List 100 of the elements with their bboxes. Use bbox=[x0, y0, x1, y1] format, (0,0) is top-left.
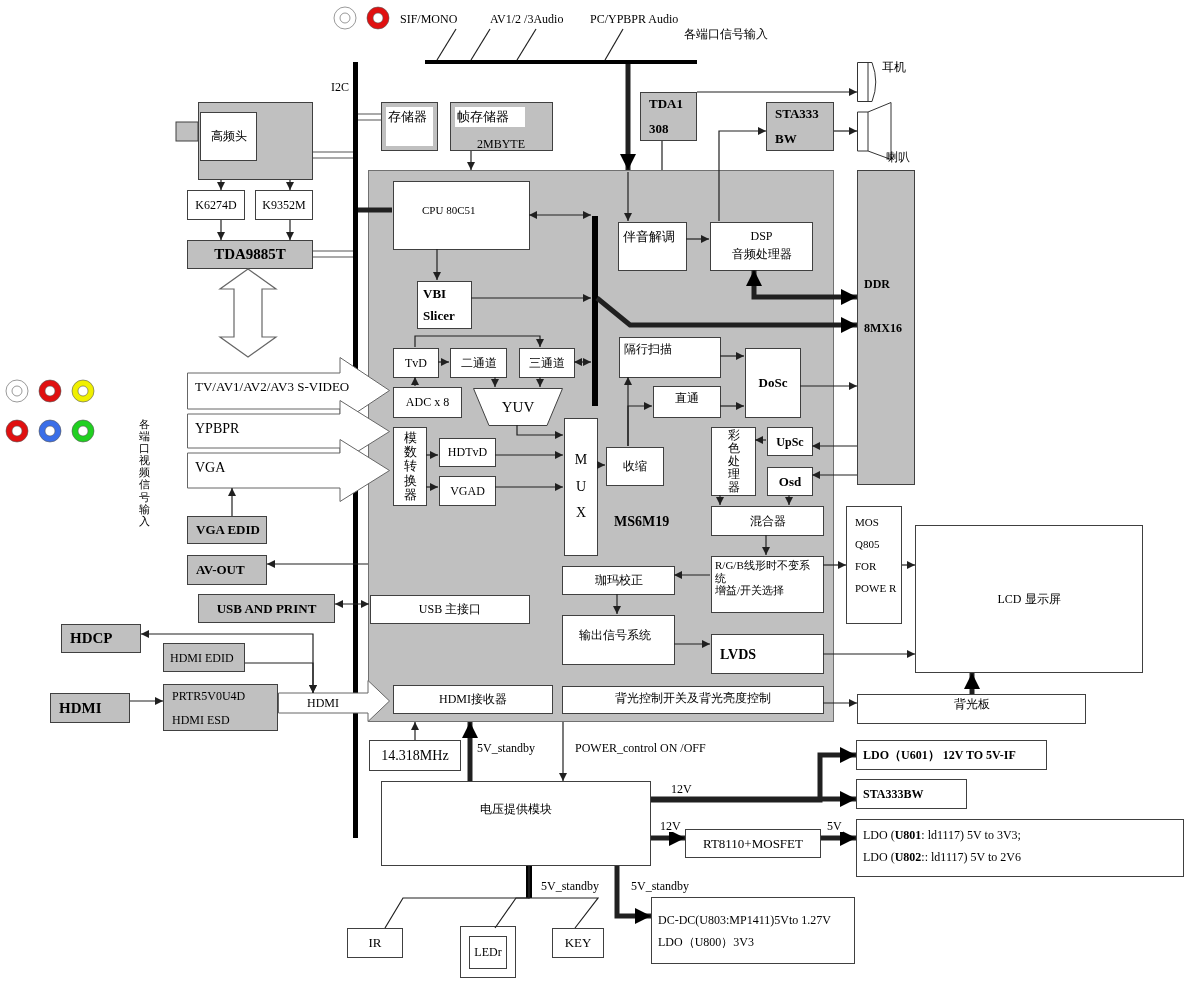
block-label: LDO (U802:: ld1117) 5V to 2V6 bbox=[863, 849, 1021, 866]
block-label: YPBPR bbox=[195, 420, 240, 438]
function-box bbox=[417, 281, 472, 329]
arrow bbox=[799, 382, 858, 390]
block-label: KEY bbox=[564, 934, 592, 953]
block-label: 混合器 bbox=[749, 513, 786, 529]
arrow bbox=[595, 296, 857, 333]
block-label: TDA1 308 bbox=[649, 94, 684, 138]
hollow-arrow bbox=[218, 268, 278, 358]
arrow bbox=[411, 721, 419, 741]
module-box bbox=[187, 516, 267, 544]
note-label: 各端口信号输入 bbox=[684, 26, 768, 43]
connector-line bbox=[312, 250, 354, 258]
arrow bbox=[334, 600, 370, 608]
arrow bbox=[494, 483, 564, 491]
block-label: USB AND PRINT bbox=[216, 599, 317, 618]
function-box bbox=[606, 447, 664, 486]
block-label: MS6M19 bbox=[614, 513, 670, 531]
arrow bbox=[425, 451, 439, 459]
arrow bbox=[785, 494, 793, 506]
function-box bbox=[767, 427, 813, 456]
edge-label: 12V bbox=[659, 820, 682, 832]
arrow bbox=[414, 335, 544, 348]
edge-label: 5V bbox=[826, 820, 843, 832]
function-box bbox=[653, 386, 721, 418]
block-label: STA333BW bbox=[863, 786, 924, 803]
arrow bbox=[651, 791, 856, 807]
module-box bbox=[163, 684, 278, 731]
block-label: LEDr bbox=[469, 935, 507, 969]
function-box bbox=[393, 348, 439, 378]
function-box bbox=[562, 615, 675, 665]
block-label: K9352M bbox=[262, 197, 306, 213]
connector-line bbox=[470, 28, 491, 61]
arrow bbox=[217, 219, 225, 241]
arrow bbox=[596, 461, 606, 469]
arrow bbox=[433, 248, 441, 281]
signal-label: AV1/2 /3Audio bbox=[490, 11, 564, 28]
arrow bbox=[516, 424, 564, 439]
arrow bbox=[559, 721, 567, 782]
arrow bbox=[822, 650, 916, 658]
function-box bbox=[370, 595, 530, 624]
block-label: 珈玛校正 bbox=[594, 573, 643, 588]
arrow bbox=[494, 451, 564, 459]
block-label: LCD 显示屏 bbox=[997, 591, 1061, 607]
module-box bbox=[163, 643, 245, 672]
block-label: HDCP bbox=[70, 629, 113, 649]
function-box bbox=[711, 506, 824, 536]
edge-label: POWER_control ON /OFF bbox=[574, 742, 707, 754]
block-label: AV-OUT bbox=[196, 561, 245, 580]
block-label: HDMI ESD bbox=[172, 711, 230, 729]
function-box bbox=[439, 476, 496, 506]
function-box bbox=[255, 190, 313, 220]
block-label: DoSc bbox=[758, 374, 788, 393]
block-label: YUV bbox=[501, 399, 535, 415]
function-box bbox=[369, 740, 461, 771]
function-box bbox=[393, 685, 553, 714]
block-label: TvD bbox=[405, 355, 427, 371]
arrow bbox=[821, 830, 856, 846]
function-box bbox=[856, 779, 967, 809]
arrow bbox=[462, 722, 478, 781]
function-box bbox=[381, 781, 651, 866]
block-label: DSP bbox=[750, 228, 773, 245]
function-box bbox=[393, 181, 530, 250]
block-label: PRTR5V0U4D bbox=[172, 687, 246, 705]
block-label: TV/AV1/AV2/AV3 S-VIDEO bbox=[195, 378, 350, 396]
arrow bbox=[651, 747, 856, 803]
arrow bbox=[129, 697, 164, 705]
arrow bbox=[244, 662, 317, 694]
function-box bbox=[856, 819, 1184, 877]
arrow bbox=[822, 699, 858, 707]
connector-line bbox=[661, 140, 663, 171]
function-box bbox=[846, 506, 902, 624]
arrow bbox=[528, 211, 592, 219]
arrow bbox=[833, 127, 858, 135]
module-box bbox=[857, 170, 915, 485]
block-label: RT8110+MOSFET bbox=[703, 834, 803, 853]
function-box bbox=[562, 566, 675, 595]
block-label: VGAD bbox=[450, 483, 485, 499]
block-label: USB 主接口 bbox=[418, 602, 482, 617]
module-box bbox=[187, 240, 313, 269]
block-label: 二通道 bbox=[460, 355, 497, 371]
block-label: DDR bbox=[864, 276, 890, 293]
function-box bbox=[200, 112, 257, 161]
block-label: 14.318MHz bbox=[381, 747, 449, 765]
arrow bbox=[573, 358, 592, 366]
block-label: LDO（U601） 12V TO 5V-IF bbox=[863, 747, 1016, 764]
block-label: MOS Q805 FOR POWE R bbox=[855, 515, 898, 596]
block-label: 存储器 bbox=[386, 107, 433, 146]
caption-label: I2C bbox=[331, 80, 349, 94]
block-label: HDMI bbox=[307, 695, 339, 712]
block-label: 音频处理器 bbox=[731, 246, 792, 263]
block-label: R/G/B线形时不变系统 bbox=[715, 559, 811, 585]
connector-line bbox=[312, 151, 354, 159]
function-box bbox=[711, 556, 824, 613]
module-box bbox=[640, 92, 697, 141]
function-box bbox=[187, 190, 245, 220]
arrow bbox=[651, 830, 685, 846]
block-label: 隔行扫描 bbox=[624, 341, 672, 358]
connector-line bbox=[604, 28, 624, 61]
edge-label: 5V_standby bbox=[540, 880, 600, 892]
